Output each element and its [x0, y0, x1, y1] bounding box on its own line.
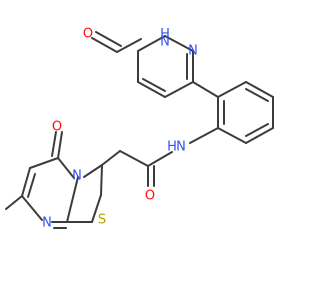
atom-amide-h: H — [167, 140, 177, 155]
biaryl-bond — [192, 81, 219, 98]
atom-thio-s: S — [98, 213, 106, 228]
atom-labels: O H N N N H O O N N S — [42, 27, 198, 231]
amide-group — [101, 150, 173, 187]
carbonyl-top — [91, 31, 122, 53]
atom-pyrimidine-n: N — [42, 216, 52, 231]
atom-amide-o: O — [145, 189, 155, 204]
atom-n2-pyridazinone: N — [188, 44, 198, 59]
atom-amide-n: N — [176, 140, 186, 155]
structure-diagram: O H N N N H O O N N S — [5, 27, 274, 231]
molecule-canvas: O H N N N H O O N N S — [5, 26, 274, 231]
aryl-amine-bond — [189, 127, 219, 144]
thiazolopyrimidine-core — [5, 131, 103, 229]
atom-bridgehead-n: N — [72, 169, 82, 184]
phenyl-ring — [217, 81, 274, 144]
atom-o-top: O — [83, 27, 93, 42]
atom-nh-pyridazinone: H — [160, 27, 170, 42]
atom-ring-o: O — [52, 120, 62, 135]
pyridazinone-ring — [116, 35, 194, 98]
atom-n1-pyridazinone: N — [160, 35, 170, 50]
